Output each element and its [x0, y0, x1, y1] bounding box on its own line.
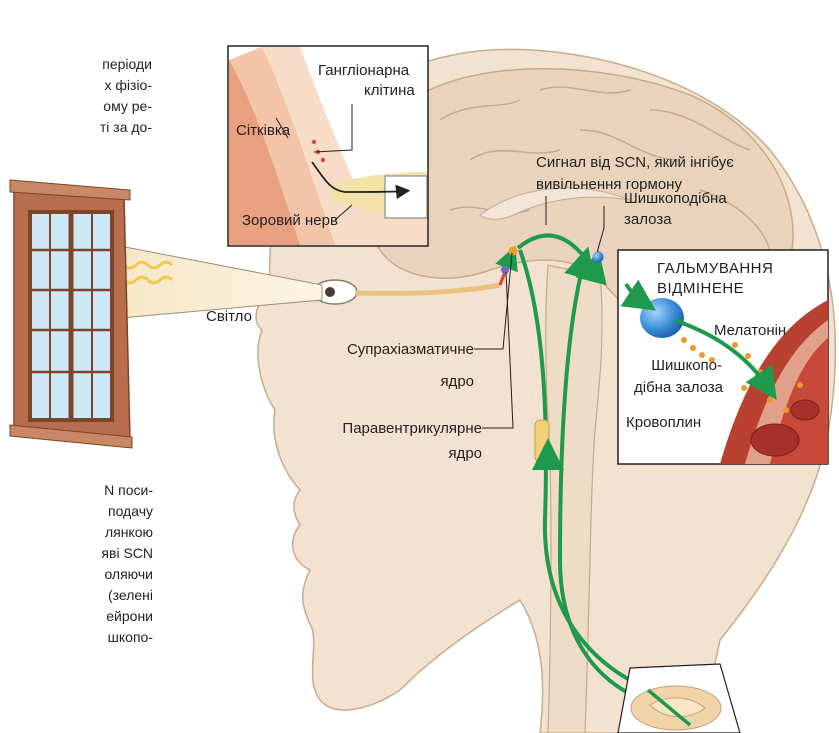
scn-dot — [509, 247, 518, 256]
label-pineal-inset-line1: Шишкопо- — [612, 357, 722, 375]
window — [10, 180, 132, 448]
left-text-bottom-line: ейрони — [0, 606, 153, 627]
inset-title-line1: ГАЛЬМУВАННЯ — [657, 260, 773, 278]
inset-title-line2: ВІДМІНЕНЕ — [657, 280, 744, 298]
pineal-gland — [593, 252, 604, 263]
label-pineal-line2: залоза — [624, 211, 672, 229]
left-text-bottom-line: шкопо- — [0, 627, 153, 648]
spinal-section — [618, 664, 740, 733]
pupil — [325, 287, 335, 297]
label-melatonin: Мелатонін — [714, 322, 786, 340]
label-scn-line1: Супрахіазматичне — [268, 341, 474, 359]
left-text-top-line: ті за до- — [0, 117, 152, 138]
label-optic-nerve: Зоровий нерв — [242, 212, 338, 230]
label-pineal-line1: Шишкоподібна — [624, 190, 727, 208]
left-text-top-line: періоди — [0, 54, 152, 75]
left-text-top-line: х фізіо- — [0, 75, 152, 96]
left-text-top-line: ому ре- — [0, 96, 152, 117]
left-text-bottom-line: подачу — [0, 501, 153, 522]
label-retina: Сітківка — [236, 122, 290, 140]
pvn-dot — [501, 266, 509, 274]
left-text-bottom-line: яві SCN — [0, 543, 153, 564]
label-scn-line2: ядро — [268, 373, 474, 391]
label-bloodstream: Кровоплин — [626, 414, 701, 432]
left-text-bottom-line: оляючи — [0, 564, 153, 585]
left-text-bottom-line: лянкою — [0, 522, 153, 543]
label-light: Світло — [206, 308, 252, 326]
label-pineal-inset-line2: дібна залоза — [634, 379, 723, 397]
left-text-bottom-line: (зелені — [0, 585, 153, 606]
label-pvn-line1: Паравентрикулярне — [260, 420, 482, 438]
label-ganglion-cell-line2: клітина — [364, 82, 415, 100]
label-scn-signal-line1: Сигнал від SCN, який інгібує — [536, 154, 734, 172]
label-ganglion-cell-line1: Гангліонарна — [318, 62, 409, 80]
left-text-bottom-line: N поси- — [0, 480, 153, 501]
label-pvn-line2: ядро — [260, 445, 482, 463]
